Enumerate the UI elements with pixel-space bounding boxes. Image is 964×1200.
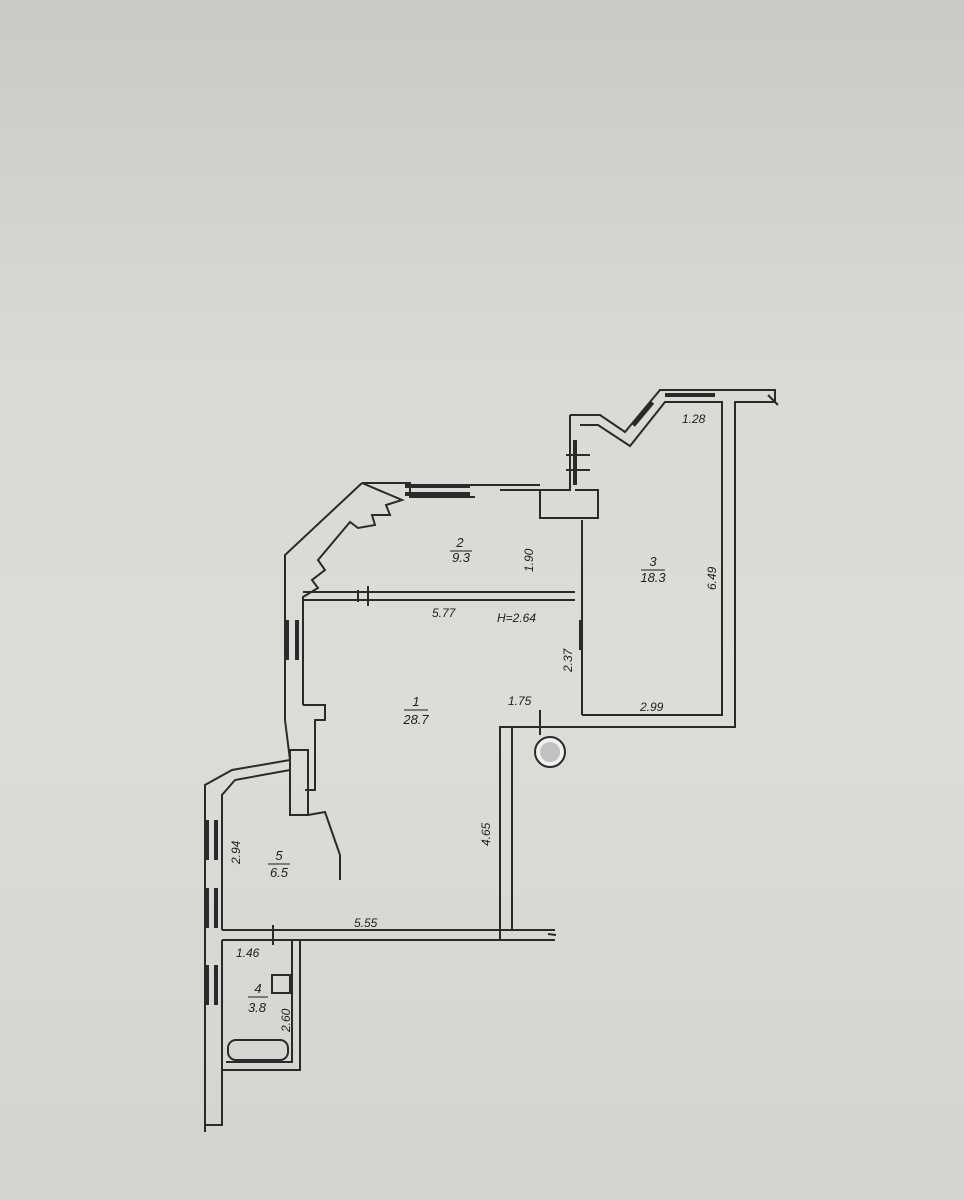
room-1-area: 28.7: [402, 712, 429, 727]
room-3-number: 3: [649, 554, 657, 569]
dim-2-60: 2.60: [279, 1008, 293, 1033]
room-5-area: 6.5: [270, 865, 289, 880]
dim-1-75: 1.75: [508, 694, 532, 708]
dim-5-77: 5.77: [432, 606, 457, 620]
dim-1-28: 1.28: [682, 412, 706, 426]
room-4-number: 4: [254, 981, 261, 996]
dim-6-49: 6.49: [705, 566, 719, 590]
riser-icon: [534, 736, 566, 768]
dim-1-46: 1.46: [236, 946, 260, 960]
dim-2-94: 2.94: [229, 840, 243, 865]
room-2-number: 2: [455, 535, 464, 550]
room-5-number: 5: [275, 848, 283, 863]
dim-1-90: 1.90: [522, 548, 536, 572]
dim-2-37: 2.37: [561, 647, 575, 673]
room-labels: 1 28.7 2 9.3 3 18.3 4 3.8 5 6.5: [248, 535, 666, 1015]
riser-fill-icon: [540, 742, 560, 762]
room-3-area: 18.3: [640, 570, 666, 585]
walls: [204, 389, 776, 1126]
dim-4-65: 4.65: [479, 822, 493, 846]
dimension-labels: 1.28 6.49 1.90 5.77 H=2.64 2.37 1.75 2.9…: [229, 412, 719, 1033]
dim-2-99: 2.99: [639, 700, 664, 714]
door-ticks: [204, 394, 779, 1132]
ceiling-height: H=2.64: [497, 611, 536, 625]
room-1-number: 1: [412, 694, 419, 709]
room-4-area: 3.8: [248, 1000, 267, 1015]
windows: [205, 393, 715, 1005]
room-2-area: 9.3: [452, 550, 471, 565]
dim-5-55: 5.55: [354, 916, 378, 930]
